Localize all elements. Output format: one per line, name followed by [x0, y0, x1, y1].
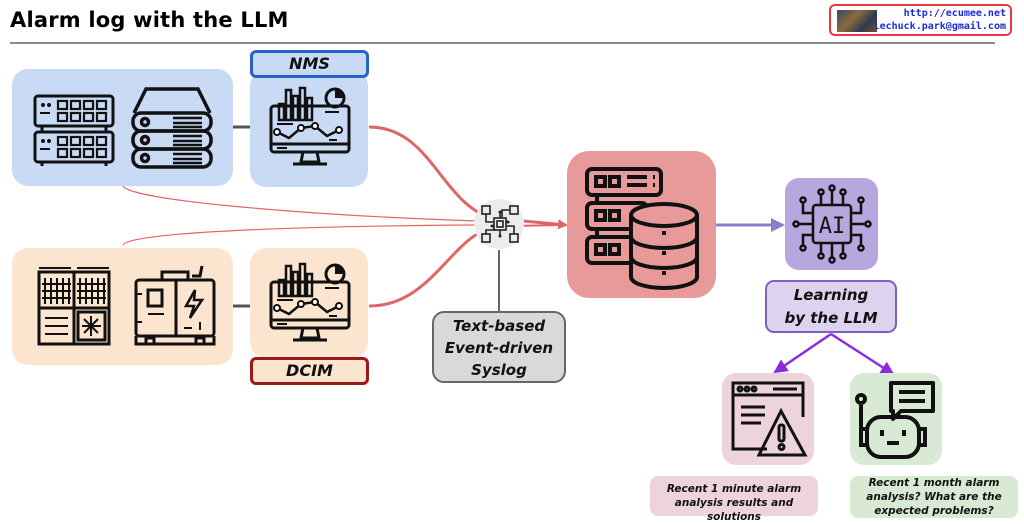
flow-nms-collector: [368, 125, 491, 220]
note1-line-2: analysis results and solutions: [674, 497, 794, 523]
it-equipment-panel: [12, 69, 233, 186]
title-divider: [10, 42, 995, 44]
syslog-line-2: Event-driven: [444, 339, 554, 357]
collector-hub: [474, 199, 524, 249]
server-rack-icon: [131, 87, 213, 169]
syslog-line-1: Text-based: [452, 317, 546, 335]
note2-line-3: expected problems?: [874, 505, 994, 517]
note2-line-2: analysis? What are the: [866, 491, 1002, 503]
log-storage-panel: [567, 151, 716, 298]
llm-learning-label: Learning by the LLM: [765, 280, 897, 333]
flow-learning-chatbot: [830, 332, 895, 376]
circuit-hub-icon: [481, 205, 519, 243]
syslog-label: Text-based Event-driven Syslog: [432, 311, 566, 383]
chatbot-icon: [855, 381, 935, 459]
server-database-icon: [585, 167, 699, 290]
page-title: Alarm log with the LLM: [10, 8, 289, 32]
flow-dcim-collector: [368, 226, 491, 308]
learning-line-2: by the LLM: [784, 309, 878, 327]
learning-line-1: Learning: [793, 286, 869, 304]
contact-url[interactable]: http://ecumee.net: [903, 8, 1006, 19]
dcim-label: DCIM: [250, 357, 369, 385]
dcim-panel: [250, 248, 368, 358]
month-analysis-note: Recent 1 month alarm analysis? What are …: [850, 476, 1018, 518]
contact-email[interactable]: lechuck.park@gmail.com: [873, 21, 1006, 32]
minute-analysis-note: Recent 1 minute alarm analysis results a…: [650, 476, 818, 523]
ai-chip-icon: AI: [792, 184, 872, 264]
note2-line-1: Recent 1 month alarm: [868, 477, 1000, 489]
nms-label: NMS: [250, 50, 369, 78]
minute-analysis-panel: [722, 373, 814, 465]
contact-card: http://ecumee.net lechuck.park@gmail.com: [829, 4, 1012, 36]
ai-engine-panel: AI: [785, 178, 878, 270]
author-avatar: [837, 10, 877, 32]
month-analysis-panel: [850, 373, 942, 465]
monitoring-dashboard-icon: [269, 262, 351, 342]
flow-it-collector: [122, 185, 479, 222]
flow-facility-collector: [122, 224, 479, 246]
facility-equipment-panel: [12, 248, 233, 365]
alert-window-icon: [731, 381, 808, 457]
note1-line-1: Recent 1 minute alarm: [666, 483, 802, 495]
syslog-line-3: Syslog: [471, 361, 527, 379]
network-switch-icon: [33, 94, 115, 166]
nms-panel: [250, 70, 368, 187]
ai-chip-text: AI: [819, 214, 846, 239]
generator-icon: [134, 265, 216, 346]
flow-learning-alert: [773, 332, 832, 374]
cooling-unit-icon: [37, 267, 111, 346]
monitoring-dashboard-icon: [269, 86, 351, 166]
